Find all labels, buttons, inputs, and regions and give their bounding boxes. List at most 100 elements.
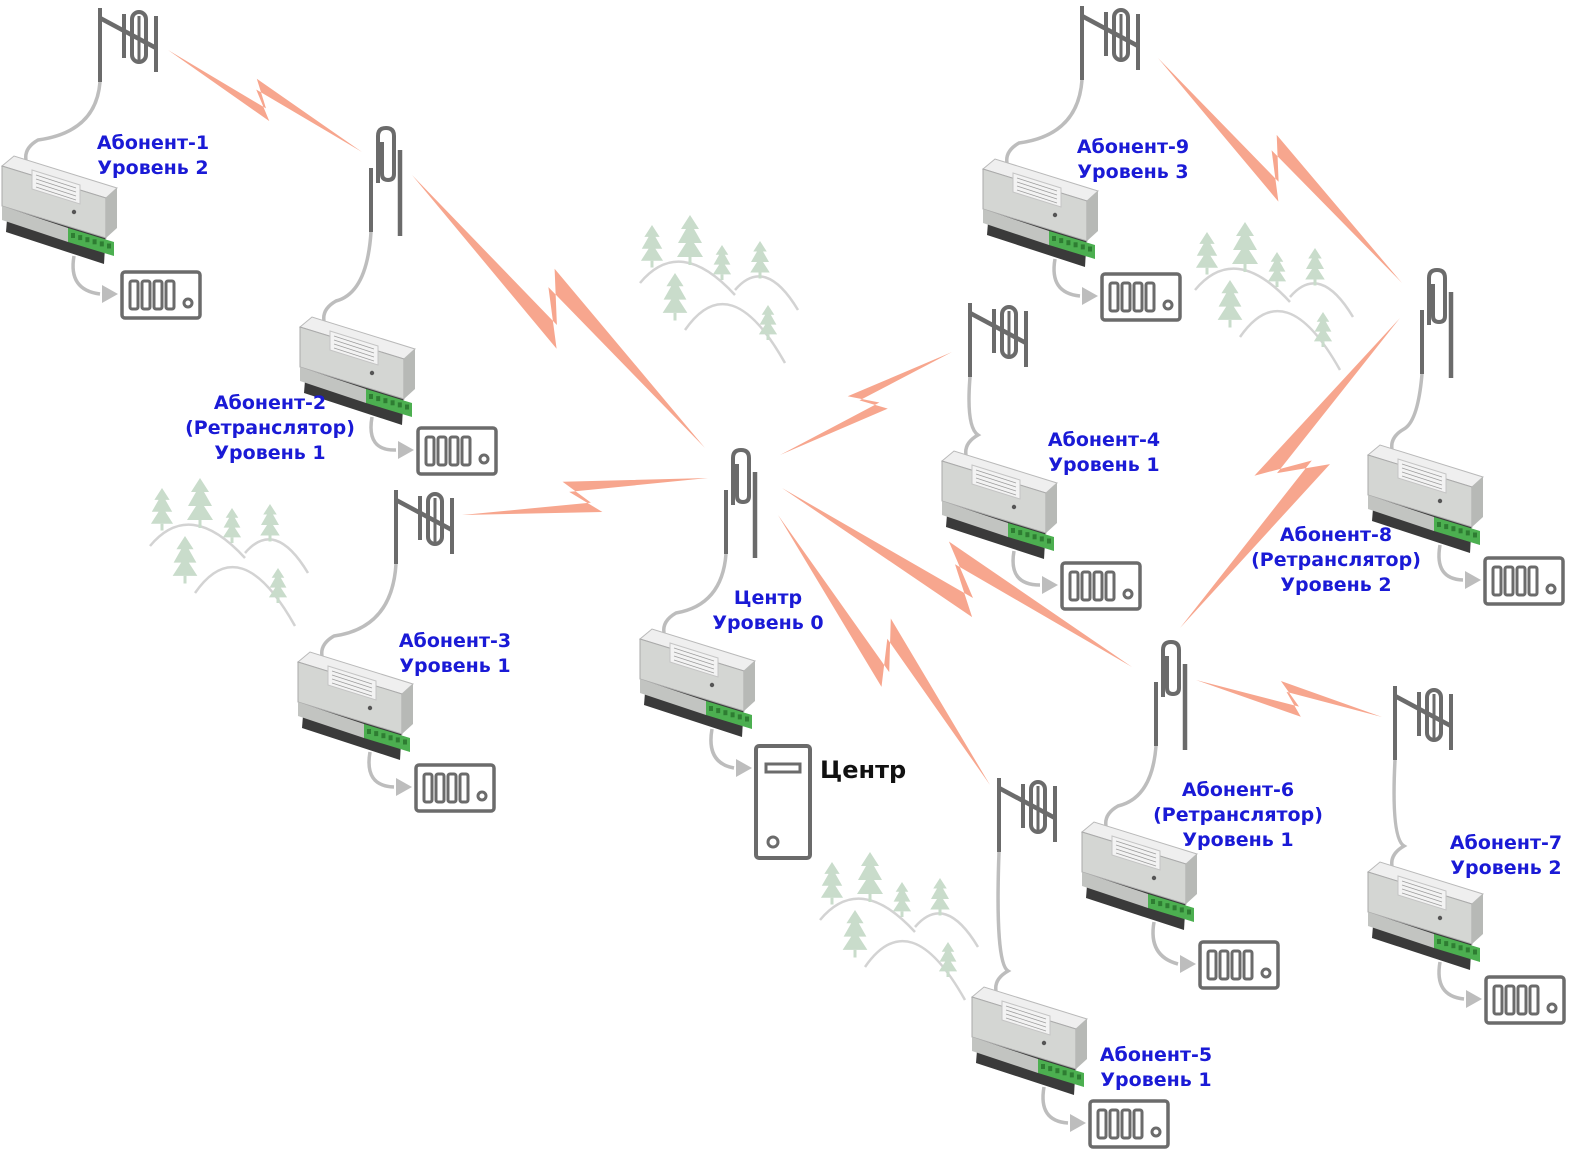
- center-pc-label: Центр: [820, 756, 907, 784]
- antenna-cable: [1005, 79, 1084, 164]
- radio-modem-icon: [1366, 861, 1484, 970]
- label-line: (Ретранслятор): [185, 417, 355, 439]
- meter-icon: [1100, 272, 1182, 322]
- forest-icon: [149, 478, 310, 627]
- label-line: Абонент-9: [1076, 136, 1190, 158]
- meter-icon: [414, 763, 496, 813]
- arrow-icon: [102, 285, 118, 303]
- label-line: Абонент-7: [1449, 832, 1563, 854]
- radio-modem-icon: [981, 158, 1099, 267]
- data-cable: [367, 751, 395, 789]
- antenna-cable: [320, 563, 398, 657]
- arrow-icon: [1180, 955, 1196, 973]
- label-line: Абонент-1: [96, 132, 210, 154]
- label-line: Центр: [733, 587, 803, 609]
- data-cable: [709, 728, 735, 770]
- label-line: Уровень 3: [1077, 161, 1189, 183]
- meter-icon: [1483, 556, 1565, 606]
- arrow-icon: [1082, 287, 1098, 305]
- whip-antenna-icon: [724, 448, 758, 558]
- data-cable: [1151, 921, 1179, 966]
- label-line: Уровень 1: [214, 442, 326, 464]
- whip-antenna-icon: [1154, 640, 1188, 750]
- label-line: (Ретранслятор): [1153, 804, 1323, 826]
- antenna-cable: [322, 231, 373, 322]
- whip-antenna-icon: [1420, 268, 1454, 378]
- antenna-cable: [662, 553, 728, 634]
- meter-icon: [1060, 561, 1142, 611]
- data-cable: [369, 416, 397, 452]
- label-a8: Абонент-8 (Ретранслятор) Уровень 2: [1244, 523, 1428, 598]
- meter-icon: [1198, 940, 1280, 990]
- label-line: Уровень 2: [1280, 574, 1392, 596]
- radio-modem-icon: [940, 450, 1058, 559]
- meter-icon: [416, 426, 498, 476]
- yagi-antenna-icon: [98, 8, 158, 82]
- forest-icon: [639, 215, 800, 364]
- data-cable: [71, 255, 101, 296]
- yagi-antenna-icon: [1393, 686, 1453, 760]
- arrow-icon: [1070, 1114, 1086, 1132]
- yagi-antenna-icon: [1080, 6, 1140, 80]
- label-center: Центр Уровень 0: [708, 586, 828, 636]
- arrow-icon: [1042, 576, 1058, 594]
- label-line: Уровень 1: [1100, 1069, 1212, 1091]
- label-a2: Абонент-2 (Ретранслятор) Уровень 1: [178, 391, 362, 466]
- yagi-antenna-icon: [394, 490, 454, 564]
- label-line: Уровень 2: [97, 157, 209, 179]
- label-line: Абонент-2: [213, 392, 327, 414]
- data-cable: [1011, 550, 1041, 587]
- arrow-icon: [398, 441, 414, 459]
- label-line: Уровень 1: [1048, 454, 1160, 476]
- label-a6: Абонент-6 (Ретранслятор) Уровень 1: [1146, 778, 1330, 853]
- label-line: Абонент-4: [1047, 429, 1161, 451]
- label-a7: Абонент-7 Уровень 2: [1442, 831, 1570, 881]
- label-line: Уровень 1: [1182, 829, 1294, 851]
- radio-modem-icon: [298, 316, 416, 425]
- meter-icon: [120, 270, 202, 320]
- radio-link: [1196, 680, 1382, 717]
- label-a1: Абонент-1 Уровень 2: [88, 131, 218, 181]
- label-line: Абонент-3: [398, 630, 512, 652]
- antenna-cable: [994, 851, 1012, 992]
- antenna-cable: [24, 81, 102, 161]
- antenna-cable: [1390, 759, 1408, 867]
- arrow-icon: [736, 759, 752, 777]
- label-line: Уровень 1: [399, 655, 511, 677]
- yagi-antenna-icon: [997, 778, 1057, 852]
- label-a9: Абонент-9 Уровень 3: [1068, 135, 1198, 185]
- forest-icon: [819, 852, 980, 1001]
- radio-modem-icon: [296, 651, 414, 760]
- antenna-cable: [964, 376, 982, 456]
- data-cable: [1437, 961, 1465, 1001]
- radio-modem-icon: [970, 986, 1088, 1095]
- server-icon: [754, 744, 812, 860]
- label-line: Абонент-5: [1099, 1044, 1213, 1066]
- label-line: (Ретранслятор): [1251, 549, 1421, 571]
- data-cable: [1052, 258, 1081, 298]
- label-a5: Абонент-5 Уровень 1: [1091, 1043, 1221, 1093]
- radio-modem-icon: [1366, 444, 1484, 553]
- data-cable: [1041, 1086, 1069, 1125]
- whip-antenna-icon: [369, 126, 403, 236]
- radio-modem-icon: [0, 155, 118, 264]
- label-line: Абонент-8: [1279, 524, 1393, 546]
- antenna-cable: [1104, 745, 1158, 827]
- radio-modem-icon: [638, 628, 756, 737]
- antenna-cable: [1390, 373, 1424, 450]
- arrow-icon: [1465, 571, 1481, 589]
- forest-icon: [1194, 222, 1355, 371]
- arrow-icon: [396, 778, 412, 796]
- radio-link: [780, 352, 952, 455]
- label-line: Уровень 2: [1450, 857, 1562, 879]
- arrow-icon: [1466, 990, 1482, 1008]
- meter-icon: [1088, 1099, 1170, 1149]
- label-a4: Абонент-4 Уровень 1: [1039, 428, 1169, 478]
- data-cable: [1437, 544, 1464, 582]
- radio-modem-icon: [1080, 821, 1198, 930]
- label-a3: Абонент-3 Уровень 1: [390, 629, 520, 679]
- yagi-antenna-icon: [968, 303, 1028, 377]
- radio-link: [412, 175, 705, 448]
